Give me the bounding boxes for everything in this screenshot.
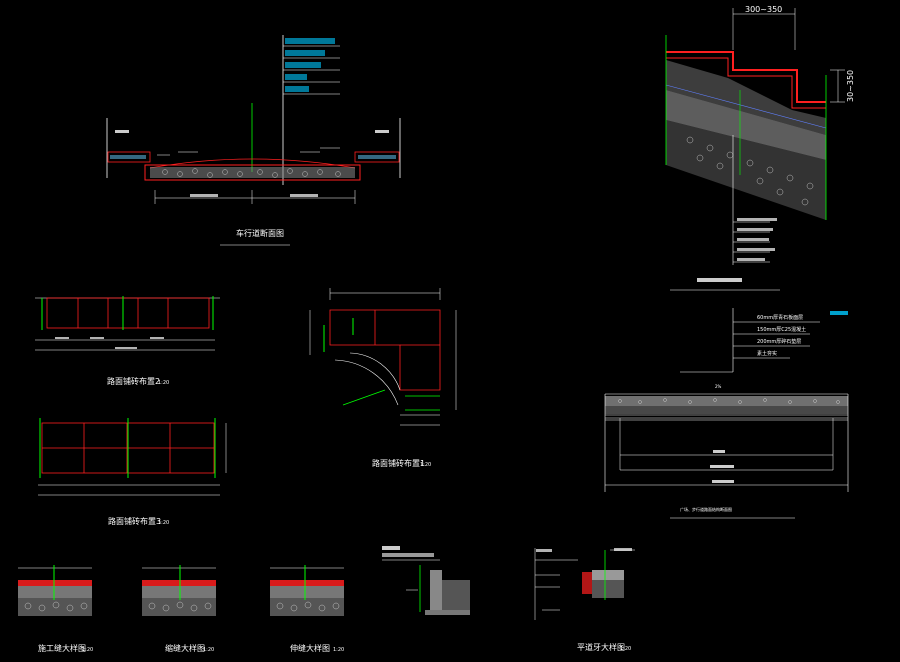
detail-4-drawing: [382, 546, 470, 615]
detail-5-title: 平道牙大样图: [577, 642, 625, 652]
road-section-title: 车行道断面图: [236, 228, 284, 238]
paving-plan-1-scale: 1:20: [420, 462, 431, 468]
paving-plan-3-drawing: 路面铺砖布置3 1:20: [38, 418, 227, 526]
road-section-drawing: 车行道断面图: [106, 35, 401, 246]
detail-3-title: 伸缝大样图: [290, 643, 330, 653]
paving-plan-2-drawing: 路面铺砖布置2 1:20: [35, 296, 220, 386]
paving-plan-3-scale: 1:20: [158, 520, 169, 526]
stair-section-drawing: 300~350 30~350: [665, 5, 855, 291]
detail-2-drawing: 缩缝大样图 1:20: [142, 565, 216, 653]
detail-2-title: 缩缝大样图: [165, 643, 205, 653]
detail-1-scale: 1:20: [82, 647, 93, 653]
layer-2-label: 150mm厚C25混凝土: [757, 326, 806, 333]
detail-2-scale: 1:20: [203, 647, 214, 653]
square-section-title: 广场、步行道路面结构断面图: [680, 506, 732, 512]
detail-1-drawing: 施工缝大样图 1:20: [18, 565, 93, 653]
detail-3-drawing: 伸缝大样图 1:20: [270, 565, 344, 653]
detail-5-drawing: 平道牙大样图 1:20: [534, 548, 635, 652]
paving-plan-2-title: 路面铺砖布置2: [107, 376, 160, 386]
layer-3-label: 200mm厚碎石垫层: [757, 338, 801, 345]
detail-3-scale: 1:20: [333, 647, 344, 653]
layer-1-label: 60mm厚青石板面层: [757, 314, 803, 321]
detail-1-title: 施工缝大样图: [38, 643, 86, 653]
stair-height-dim: 30~350: [846, 70, 855, 102]
paving-plan-3-title: 路面铺砖布置3: [108, 516, 161, 526]
square-section-drawing: 60mm厚青石板面层 150mm厚C25混凝土 200mm厚碎石垫层 素土夯实 …: [604, 308, 849, 519]
paving-plan-1-title: 路面铺砖布置1: [372, 458, 425, 468]
square-slope-label: 2%: [715, 384, 722, 389]
detail-5-scale: 1:20: [620, 646, 631, 652]
paving-plan-2-scale: 1:20: [158, 380, 169, 386]
layer-4-label: 素土夯实: [757, 350, 777, 357]
stair-width-dim: 300~350: [745, 5, 782, 14]
paving-plan-1-drawing: 路面铺砖布置1 1:20: [309, 288, 457, 468]
